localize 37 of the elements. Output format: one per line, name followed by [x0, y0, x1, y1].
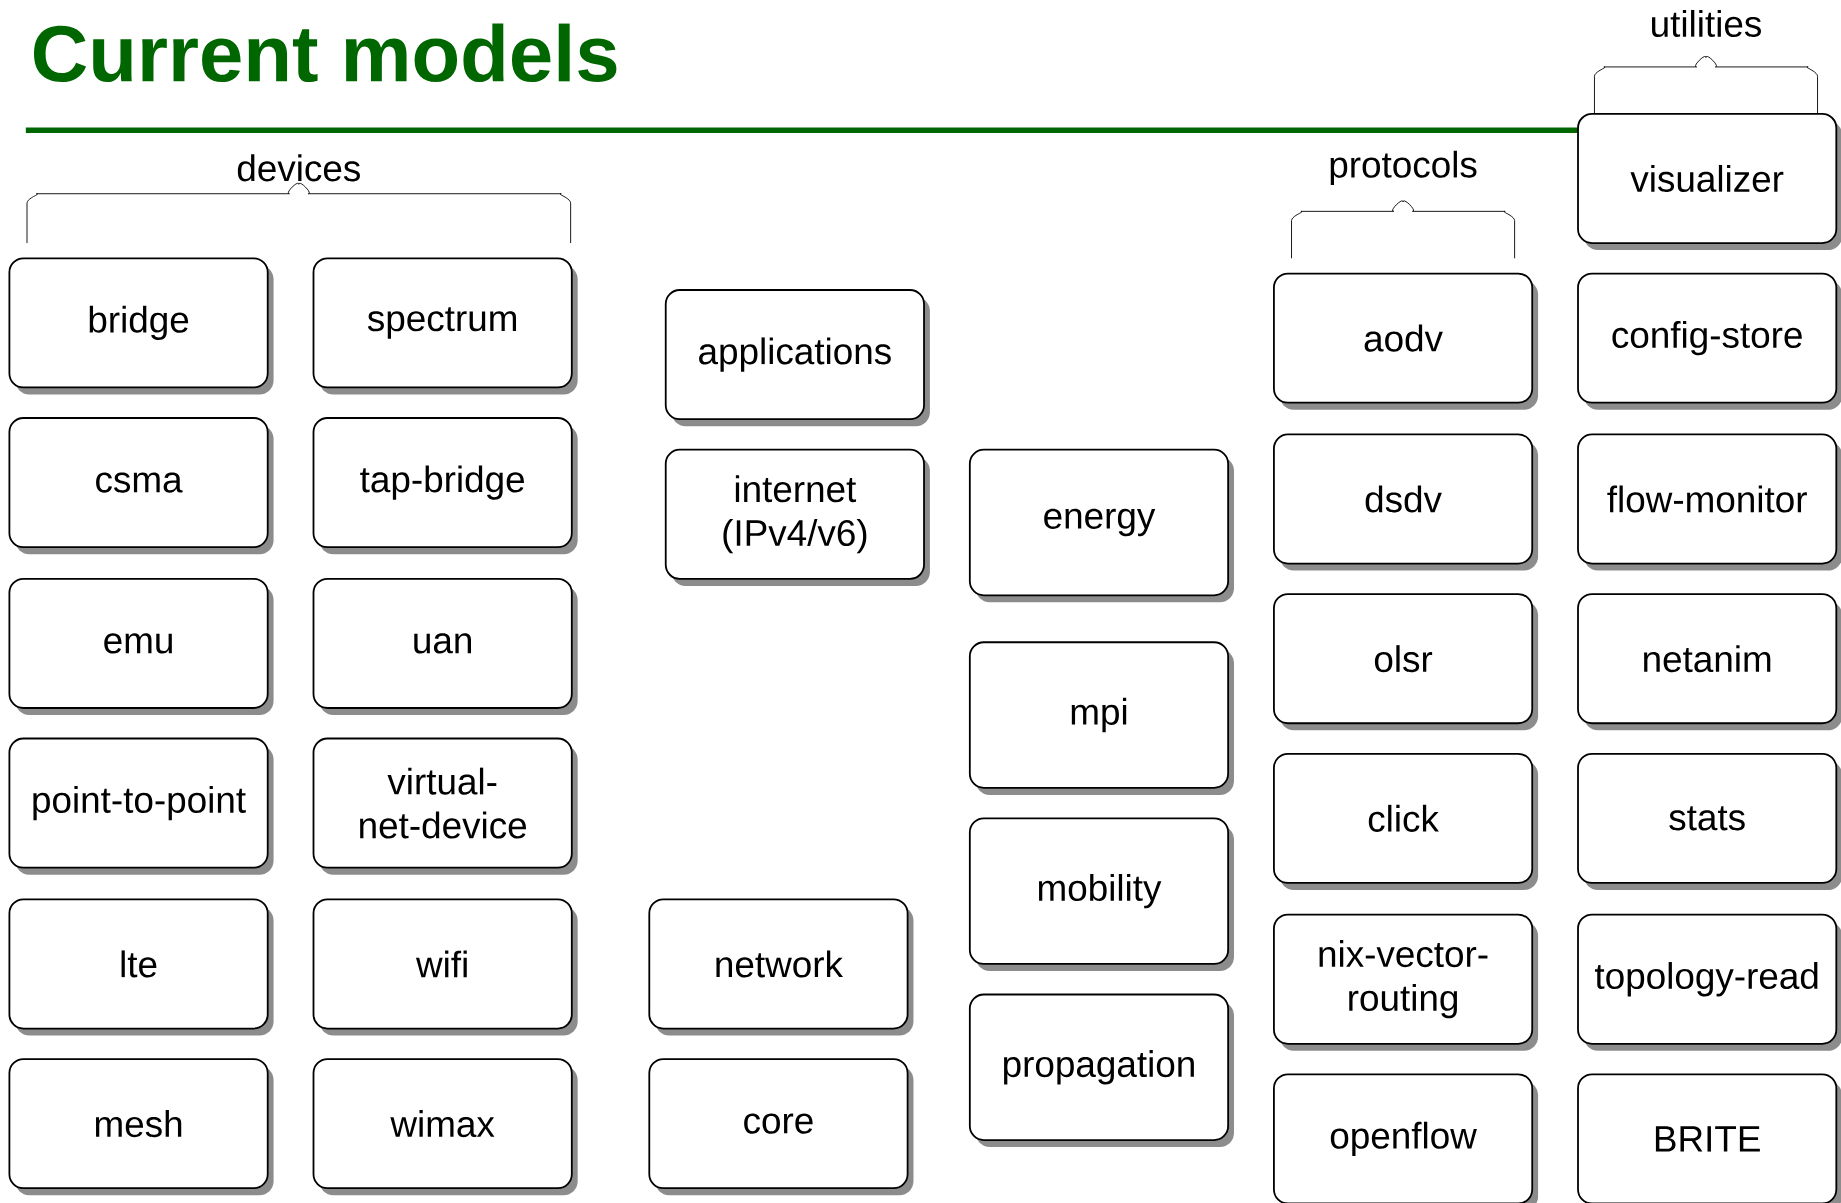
module-box: virtual-net-device: [312, 737, 578, 875]
module-box: netanim: [1577, 593, 1841, 731]
module-box: stats: [1577, 752, 1841, 890]
module-box: aodv: [1273, 272, 1539, 410]
module-box: visualizer: [1577, 112, 1841, 250]
module-box: point-to-point: [8, 737, 274, 875]
module-box: dsdv: [1273, 433, 1539, 571]
module-box: mpi: [968, 641, 1234, 795]
module-box: propagation: [968, 993, 1234, 1147]
module-box: tap-bridge: [312, 416, 578, 554]
module-box: applications: [664, 288, 930, 426]
module-box: network: [648, 898, 914, 1036]
module-box: BRITE: [1577, 1073, 1841, 1203]
module-box: energy: [968, 448, 1234, 603]
module-box: wifi: [312, 898, 578, 1036]
module-box: lte: [8, 898, 274, 1036]
module-box: internet (IPv4/v6): [664, 448, 930, 586]
module-box: emu: [8, 577, 274, 715]
module-box: flow-monitor: [1577, 433, 1841, 571]
module-box: mesh: [8, 1057, 274, 1196]
module-box: core: [648, 1057, 914, 1196]
module-box: wimax: [312, 1057, 578, 1196]
module-box: click: [1273, 752, 1539, 890]
module-box: olsr: [1273, 593, 1539, 731]
group-label: protocols: [1330, 150, 1477, 185]
module-box: openflow: [1273, 1073, 1539, 1203]
module-box: config-store: [1577, 272, 1841, 410]
module-box: bridge: [8, 257, 274, 395]
module-box: csma: [8, 416, 274, 554]
group-label: utilities: [1652, 9, 1761, 37]
title: Current models: [34, 23, 617, 82]
module-box: mobility: [968, 817, 1234, 971]
module-box: nix-vector-routing: [1273, 913, 1539, 1051]
group-label: devices: [237, 154, 360, 182]
module-box: uan: [312, 577, 578, 715]
module-box: spectrum: [312, 257, 578, 395]
module-box: topology-read: [1577, 913, 1841, 1051]
